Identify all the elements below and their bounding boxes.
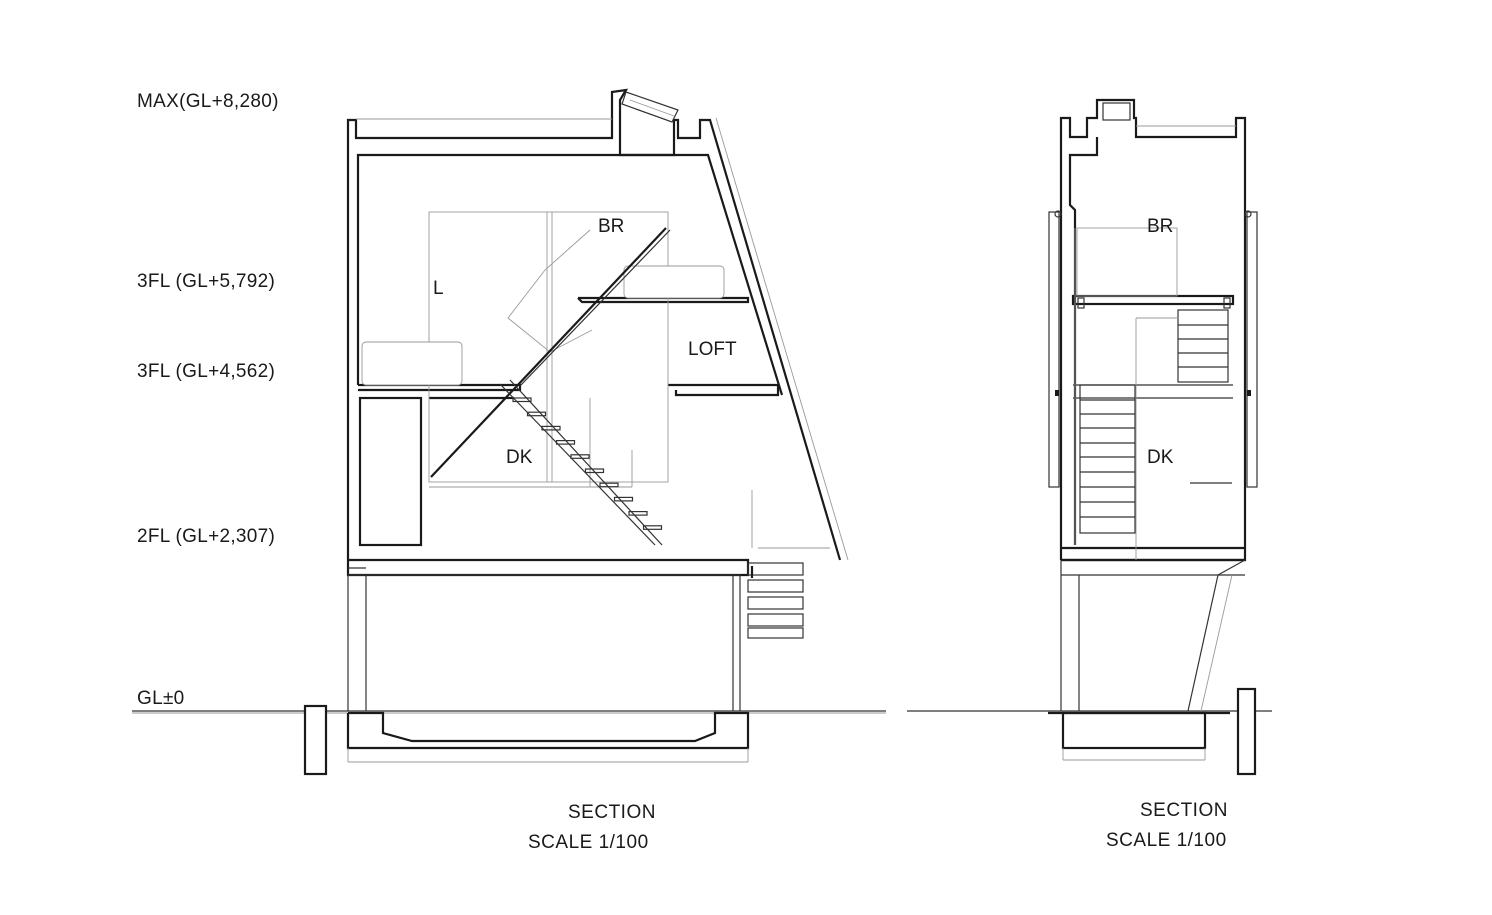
room-label-l: L [433,278,444,299]
skylight [621,91,679,123]
level-label-max: MAX(GL+8,280) [137,91,279,112]
storage-block [358,396,423,547]
level-label-2fl: 2FL (GL+2,307) [137,526,275,547]
ground-line [132,710,1272,714]
stair-tread [642,525,663,530]
foundation-right [1061,711,1207,750]
roof-vent [1102,102,1131,121]
floor-3-lower [358,383,522,392]
sofa [361,341,463,386]
stair-tread [570,454,590,459]
floor-2-slab [346,558,750,577]
level-label-3fl-lower: 3FL (GL+4,562) [137,361,275,382]
loft-deck [668,383,780,397]
stair-tread [628,511,648,516]
inner-upper-wall [356,153,784,396]
interior-thin-lines-right [1074,227,1232,560]
stair-tread [512,397,532,403]
level-label-gl: GL±0 [137,688,185,709]
level-label-3fl-upper: 3FL (GL+5,792) [137,271,275,292]
boundary-post-right [1236,687,1257,776]
stair-tread [541,425,561,431]
stair [430,227,671,546]
ladder-upper [1177,309,1229,383]
interior-thin-lines [361,211,830,549]
outer-shell [1059,98,1247,562]
stair-tread [526,411,547,417]
ladder-lower [1079,384,1136,534]
inner-shell [1068,137,1099,545]
bed [623,265,725,299]
stair-tread [599,482,619,488]
section-title-right: SECTION [1140,800,1228,821]
stair-tread [613,496,634,502]
section-title: SECTION [568,802,656,823]
sloped-wall [1187,559,1246,712]
exterior-stair [747,562,804,639]
room-label-dk-right: DK [1147,447,1174,468]
section-scale: SCALE 1/100 [528,832,649,853]
section-left: BR L LOFT DK SECTION SCALE 1/100 [303,88,849,853]
room-label-loft: LOFT [688,339,737,360]
foundation [346,711,750,750]
stair-tread [555,440,576,445]
room-label-br: BR [598,216,624,237]
loft-floor-right [1071,294,1235,306]
room-label-br-right: BR [1147,216,1173,237]
room-label-dk: DK [506,447,533,468]
boundary-post [303,704,328,776]
section-scale-right: SCALE 1/100 [1106,830,1227,851]
section-right: BR DK SECTION SCALE 1/100 [1048,98,1258,851]
stair-tread [584,468,605,474]
side-cladding [1048,210,1258,488]
